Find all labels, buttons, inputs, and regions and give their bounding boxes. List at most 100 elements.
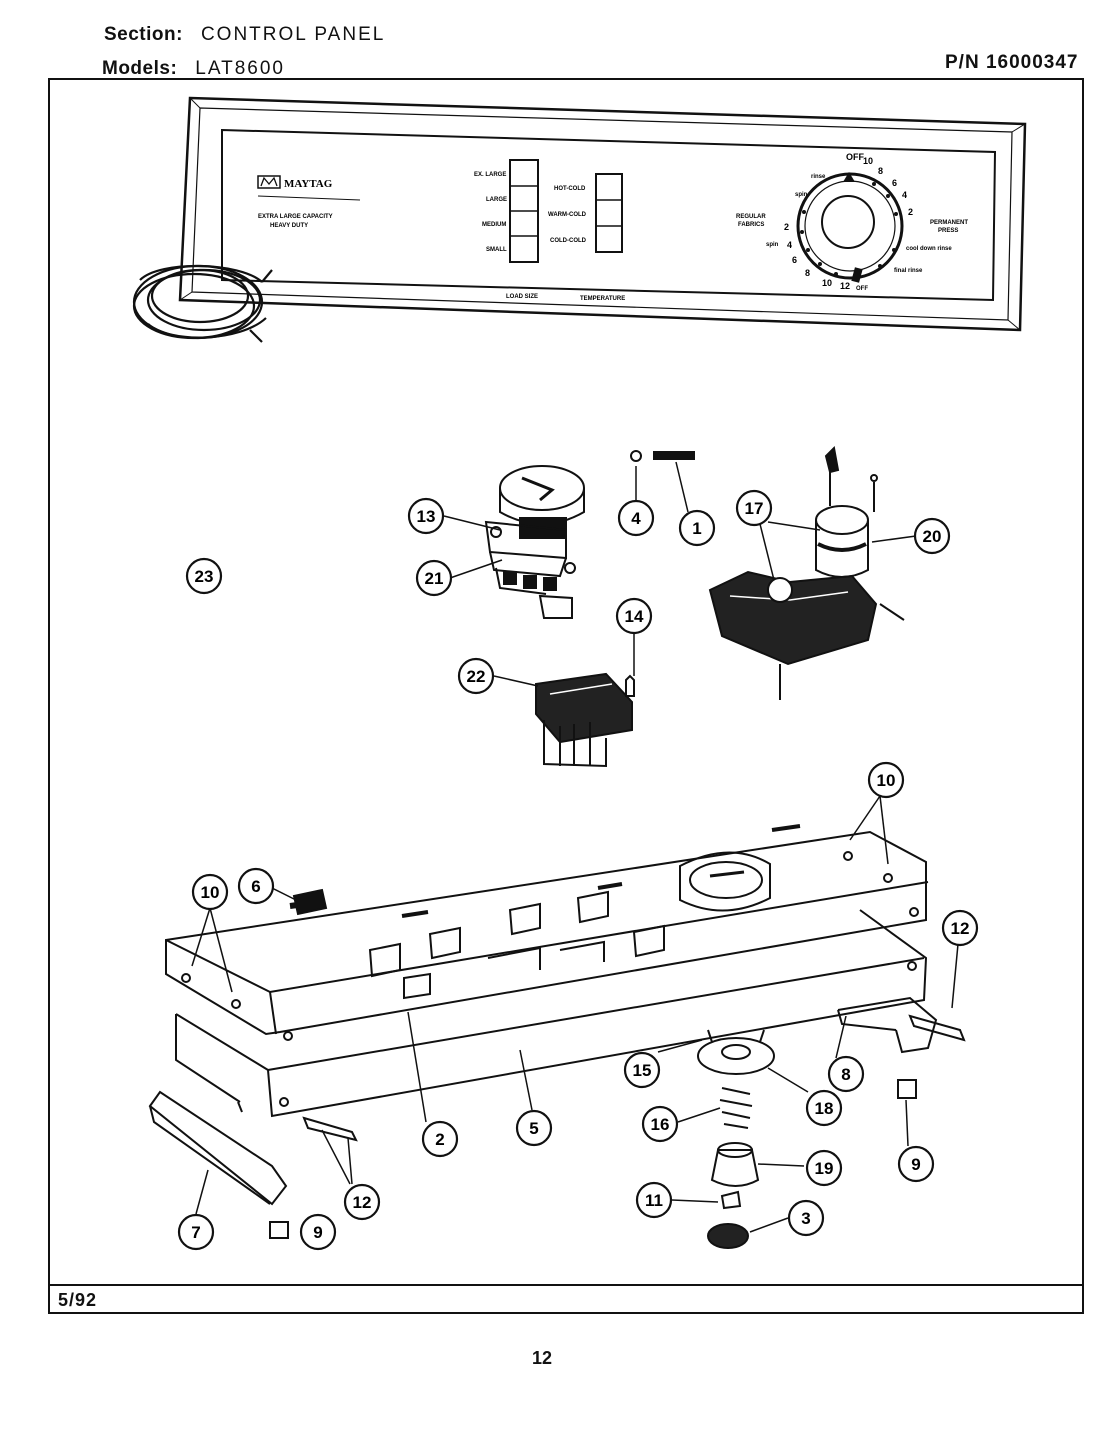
- load-option-small: SMALL: [486, 247, 507, 253]
- callout-number: 19: [815, 1159, 834, 1178]
- timer-dial[interactable]: OFF 10 8 6 4 2 2 4 6 8 10 12 OFF rinse s…: [736, 152, 968, 292]
- callout-circle: [515, 1109, 553, 1147]
- callout-number: 6: [251, 877, 260, 896]
- section-value: CONTROL PANEL: [200, 24, 386, 45]
- dial-off-bottom: OFF: [856, 286, 868, 292]
- callout-c4: 4: [617, 499, 655, 537]
- regular-fabrics-2: FABRICS: [738, 222, 764, 228]
- callout-c18: 18: [805, 1089, 843, 1127]
- models-label: Models:: [102, 58, 178, 79]
- dial-left-4: 4: [787, 240, 792, 250]
- callout-circle: [913, 517, 951, 555]
- timer-part: [708, 445, 905, 700]
- callout-c22: 22: [457, 657, 495, 695]
- callout-circle: [237, 867, 275, 905]
- load-size-buttons[interactable]: EX. LARGE LARGE MEDIUM SMALL LOAD SIZE: [474, 159, 539, 300]
- temp-option-hot: HOT-COLD: [554, 186, 586, 192]
- callout-number: 17: [745, 499, 764, 518]
- callout-circle: [185, 557, 223, 595]
- callout-number: 8: [841, 1065, 850, 1084]
- temp-option-cold: COLD-COLD: [550, 238, 587, 244]
- callout-number: 12: [951, 919, 970, 938]
- callout-c8: 8: [827, 1055, 865, 1093]
- callout-c10b: 10: [867, 761, 905, 799]
- dial-top-4: 4: [902, 190, 907, 200]
- dial-left-8: 8: [805, 268, 810, 278]
- callout-circle: [735, 489, 773, 527]
- footer-divider: [48, 1284, 1084, 1286]
- callout-layer: 1234567899101011121213141516171819202122…: [177, 489, 979, 1251]
- callout-number: 16: [651, 1115, 670, 1134]
- control-panel-face: [178, 96, 1027, 332]
- load-option-xl: EX. LARGE: [474, 172, 506, 178]
- callout-c15: 15: [623, 1051, 661, 1089]
- dial-left-12: 12: [840, 281, 850, 291]
- callout-c13: 13: [407, 497, 445, 535]
- callout-c19: 19: [805, 1149, 843, 1187]
- callout-circle: [623, 1051, 661, 1089]
- temperature-buttons[interactable]: HOT-COLD WARM-COLD COLD-COLD TEMPERATURE: [548, 173, 625, 302]
- callout-number: 9: [911, 1155, 920, 1174]
- dial-final-rinse: final rinse: [894, 268, 923, 274]
- callout-circle: [787, 1199, 825, 1237]
- models-value: LAT8600: [195, 58, 285, 79]
- callout-circle: [678, 509, 716, 547]
- leader-lines: [191, 461, 959, 1233]
- wire-harness-part: [132, 264, 273, 343]
- callout-number: 18: [815, 1099, 834, 1118]
- part-number: P/N 16000347: [945, 52, 1079, 73]
- knob-and-cam-parts: [697, 1029, 775, 1249]
- callout-c17: 17: [735, 489, 773, 527]
- callout-c6: 6: [237, 867, 275, 905]
- regular-fabrics-1: REGULAR: [736, 214, 766, 220]
- console-frame-parts: [165, 824, 929, 1118]
- callout-number: 10: [877, 771, 896, 790]
- callout-c9b: 9: [897, 1145, 935, 1183]
- callout-number: 14: [625, 607, 644, 626]
- callout-circle: [641, 1105, 679, 1143]
- push-button-switch-part: [535, 672, 635, 768]
- callout-circle: [617, 499, 655, 537]
- capacity-line-2: HEAVY DUTY: [270, 223, 308, 229]
- load-option-medium: MEDIUM: [482, 222, 506, 228]
- bracket-parts: [148, 888, 966, 1239]
- section-header: Section: CONTROL PANEL: [104, 24, 385, 46]
- callout-circle: [191, 873, 229, 911]
- callout-number: 13: [417, 507, 436, 526]
- permanent-press-1: PERMANENT: [930, 220, 968, 226]
- callout-circle: [615, 597, 653, 635]
- callout-c5: 5: [515, 1109, 553, 1147]
- callout-number: 3: [801, 1209, 810, 1228]
- callout-c2: 2: [421, 1120, 459, 1158]
- callout-number: 15: [633, 1061, 652, 1080]
- maytag-logo: MAYTAG EXTRA LARGE CAPACITY HEAVY DUTY: [257, 175, 361, 229]
- dial-left-6: 6: [792, 255, 797, 265]
- callout-circle: [805, 1149, 843, 1187]
- callout-c21: 21: [415, 559, 453, 597]
- dial-rinse-label: rinse: [811, 174, 826, 180]
- callout-c16: 16: [641, 1105, 679, 1143]
- callout-circle: [941, 909, 979, 947]
- callout-circle: [457, 657, 495, 695]
- selector-switch-part: [484, 465, 585, 619]
- callout-c14: 14: [615, 597, 653, 635]
- page-number: 12: [532, 1348, 553, 1368]
- callout-c7: 7: [177, 1213, 215, 1251]
- callout-c12b: 12: [343, 1183, 381, 1221]
- callout-c9a: 9: [299, 1213, 337, 1251]
- callout-number: 5: [529, 1119, 538, 1138]
- section-label: Section:: [104, 24, 183, 45]
- models-header: Models: LAT8600: [102, 58, 285, 80]
- callout-circle: [407, 497, 445, 535]
- capacity-line-1: EXTRA LARGE CAPACITY: [258, 214, 333, 220]
- brand-name: MAYTAG: [284, 178, 333, 190]
- dial-top-2: 2: [908, 207, 913, 217]
- callout-c20: 20: [913, 517, 951, 555]
- load-size-caption: LOAD SIZE: [506, 294, 538, 300]
- callout-number: 9: [313, 1223, 322, 1242]
- callout-c1: 1: [678, 509, 716, 547]
- dial-off-top: OFF: [846, 152, 864, 162]
- callout-circle: [897, 1145, 935, 1183]
- callout-number: 4: [631, 509, 641, 528]
